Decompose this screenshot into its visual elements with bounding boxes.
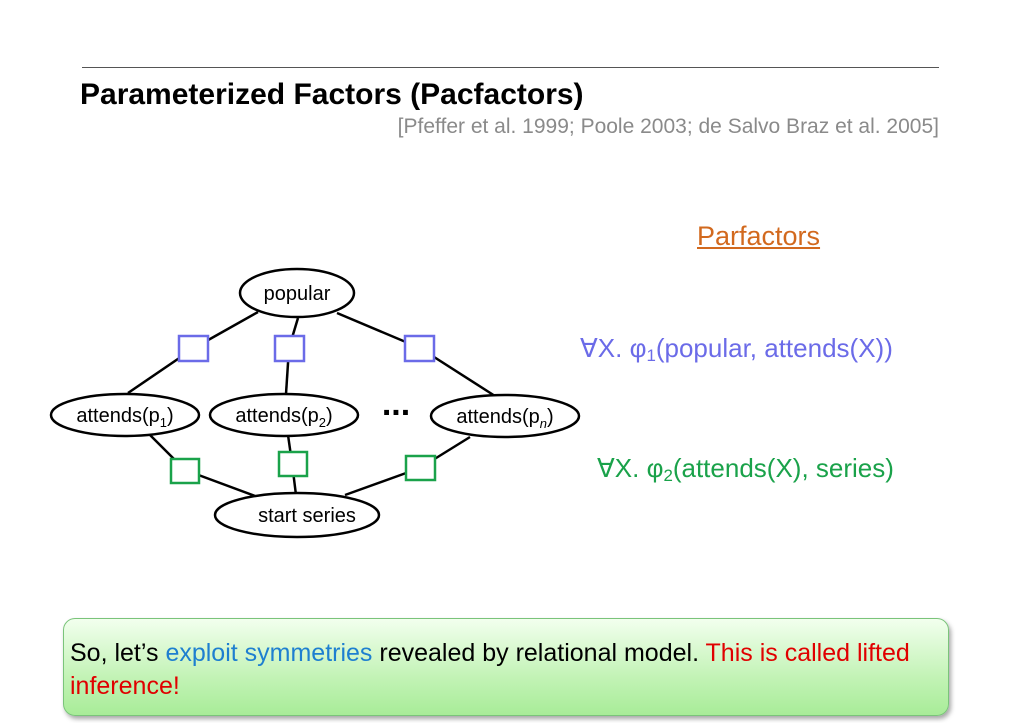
formula-1-subscript: 1 [646,346,656,366]
node-start-series-label: start series [258,505,356,527]
callout-highlight: exploit symmetries [165,639,373,667]
parfactor-formula-2: ∀X. φ2(attends(X), series) [597,453,894,484]
formula-1-prefix: ∀X. φ [580,333,647,363]
factor-square-top-3 [403,334,436,363]
node-attends-p1: attends(p1) [49,392,201,438]
node-attends-pn: attends(pn) [429,393,581,439]
parfactors-heading: Parfactors [697,221,821,251]
callout-text-2: revealed by relational model. [372,639,706,667]
factor-square-top-2 [273,334,306,363]
node-popular-label: popular [264,283,331,305]
factor-square-bottom-1 [169,457,201,485]
factor-square-bottom-2 [277,450,309,478]
node-popular: popular [238,267,356,319]
node-attends-pn-label: attends(pn) [456,406,553,431]
callout-text-1: So, let’s [70,639,166,667]
factor-square-bottom-3 [404,454,437,482]
formula-2-subscript: 2 [663,466,673,486]
title-rule [82,67,939,68]
parfactor-formula-1: ∀X. φ1(popular, attends(X)) [580,333,893,364]
formula-1-body: (popular, attends(X)) [655,333,893,363]
node-start-series: start series [213,491,381,539]
formula-2-body: (attends(X), series) [672,453,894,483]
formula-2-prefix: ∀X. φ [597,453,664,483]
slide-title: Parameterized Factors (Pacfactors) [80,78,584,111]
citation: [Pfeffer et al. 1999; Poole 2003; de Sal… [397,115,939,138]
callout-red-text: This is called lifted inference! [70,639,910,700]
node-attends-p2-label: attends(p2) [235,405,332,430]
factor-square-top-1 [177,334,210,363]
node-attends-p1-label: attends(p1) [76,405,173,430]
node-attends-p2: attends(p2) [208,392,360,438]
lifted-inference-callout: So, let’s exploit symmetries revealed by… [63,618,949,716]
ellipsis-dots: ... [382,385,410,423]
